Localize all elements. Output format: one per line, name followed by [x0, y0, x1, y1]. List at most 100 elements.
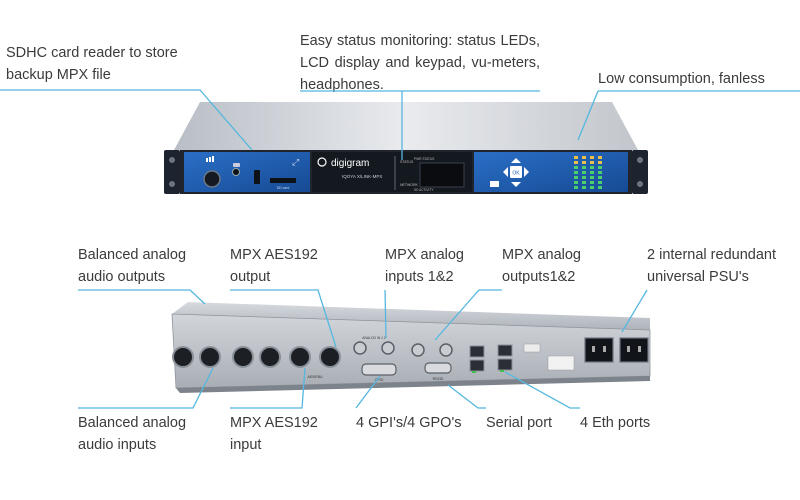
vu-led	[590, 176, 594, 179]
sd-card-slot	[270, 178, 296, 183]
status-led-caption: STATUS	[400, 160, 414, 164]
vu-led	[598, 181, 602, 184]
eth-port	[469, 359, 485, 372]
label-mpx-analog-outputs: MPX analog outputs1&2	[502, 247, 581, 285]
digigram-logo-icon	[317, 157, 327, 167]
vu-meters	[574, 156, 602, 189]
bnc-connector	[353, 341, 367, 355]
leader-eth	[504, 371, 580, 409]
status-top-caption: PWR STATUS	[414, 157, 434, 161]
aes-xlr-group: AES/EBU	[289, 346, 341, 379]
leader-aes-out	[230, 289, 337, 348]
leader-psu	[621, 289, 648, 333]
eth-port	[497, 358, 513, 371]
vu-led	[582, 176, 586, 179]
aes-xlr-connector	[319, 346, 341, 368]
model-name: IQOYA X/LINK-MPX	[342, 174, 382, 179]
psu-iec-inlet	[619, 337, 649, 363]
eth-port	[497, 344, 513, 357]
sd-card-caption: SD card	[277, 186, 290, 190]
vu-led	[582, 166, 586, 169]
leader-balanced-in	[78, 367, 214, 409]
rear-unit-top	[172, 302, 650, 330]
vu-led	[582, 171, 586, 174]
rack-ear-right	[632, 150, 648, 194]
label-eth-ports: 4 Eth ports	[580, 415, 651, 431]
vu-led	[574, 186, 578, 189]
bnc-connector	[439, 343, 453, 357]
aes-xlr-connector	[289, 346, 311, 368]
label-sdhc-card-reader: SDHC card reader to store backup MPX fil…	[6, 45, 178, 83]
label-low-consumption: Low consumption, fanless	[598, 71, 765, 87]
vu-led	[574, 161, 578, 164]
serial-db9-connector	[424, 362, 452, 374]
vu-led	[582, 156, 586, 159]
label-mpx-aes-output: MPX AES192 output	[230, 247, 318, 285]
leader-lines	[0, 89, 800, 409]
leader-balanced-out	[78, 289, 206, 305]
front-right-panel	[474, 152, 628, 192]
vu-led	[590, 156, 594, 159]
psu-group	[584, 337, 649, 363]
rating-label	[547, 355, 575, 371]
xlr-connector	[259, 346, 281, 368]
leader-mpx-out	[434, 289, 502, 341]
label-balanced-analog-inputs: Balanced analog audio inputs	[78, 415, 187, 453]
brand-name: digigram	[331, 158, 369, 169]
gpio-db25-connector	[361, 363, 397, 376]
label-gpio: 4 GPI's/4 GPO's	[356, 415, 462, 431]
gpio-caption: GPIO	[375, 378, 384, 382]
leader-aes-in	[230, 367, 306, 409]
headphone-icon	[233, 163, 240, 167]
vu-led	[574, 176, 578, 179]
analog-in-caption: ANALOG IN 1 2	[362, 336, 386, 340]
vu-led	[582, 161, 586, 164]
vu-led	[590, 161, 594, 164]
xlr-connector	[199, 346, 221, 368]
keypad-ok-label: OK	[512, 171, 520, 177]
usb-port-icon	[254, 170, 260, 184]
volume-knob-icon	[203, 170, 221, 188]
rear-unit: AES/EBU ANALOG IN 1 2 GPIO RS232	[171, 302, 651, 393]
keypad-right-icon	[524, 167, 529, 177]
usb-sticker	[523, 343, 541, 353]
vu-led	[598, 171, 602, 174]
leader-gpio	[355, 375, 381, 409]
xlr-connector	[172, 346, 194, 368]
xlr-connector	[232, 346, 254, 368]
leader-consumption	[577, 90, 599, 141]
leader-serial	[447, 384, 486, 409]
label-status-monitoring: Easy status monitoring: status LEDs, LCD…	[300, 33, 540, 93]
bnc-connector	[411, 343, 425, 357]
vu-led	[598, 161, 602, 164]
front-left-panel	[184, 152, 310, 192]
lcd-display	[419, 162, 465, 188]
bnc-group: ANALOG IN 1 2	[353, 336, 453, 357]
vu-led	[598, 176, 602, 179]
label-redundant-psu: 2 internal redundant universal PSU's	[647, 247, 776, 285]
label-mpx-analog-inputs: MPX analog inputs 1&2	[385, 247, 464, 285]
vu-led	[590, 171, 594, 174]
label-serial-port: Serial port	[486, 415, 553, 431]
keypad-up-icon	[511, 158, 521, 163]
keypad-left-icon	[503, 167, 508, 177]
balanced-xlr-group	[172, 346, 281, 368]
label-balanced-analog-outputs: Balanced analog audio outputs	[78, 247, 187, 285]
vu-led	[574, 181, 578, 184]
vu-led	[582, 181, 586, 184]
vu-led	[598, 166, 602, 169]
eth-port	[469, 345, 485, 358]
leader-sdhc	[0, 89, 253, 151]
keypad-ok-button	[510, 166, 522, 178]
serial-caption: RS232	[433, 377, 444, 381]
front-unit-top	[174, 102, 638, 150]
aes-caption: AES/EBU	[307, 375, 323, 379]
rack-ear-left	[164, 150, 180, 194]
vu-led	[590, 166, 594, 169]
network-led-caption: NETWORK	[400, 183, 419, 187]
psu-iec-inlet	[584, 337, 614, 363]
bnc-connector	[381, 341, 395, 355]
status-bottom-caption: SD ACTIVITY	[414, 188, 434, 192]
vu-led	[598, 156, 602, 159]
